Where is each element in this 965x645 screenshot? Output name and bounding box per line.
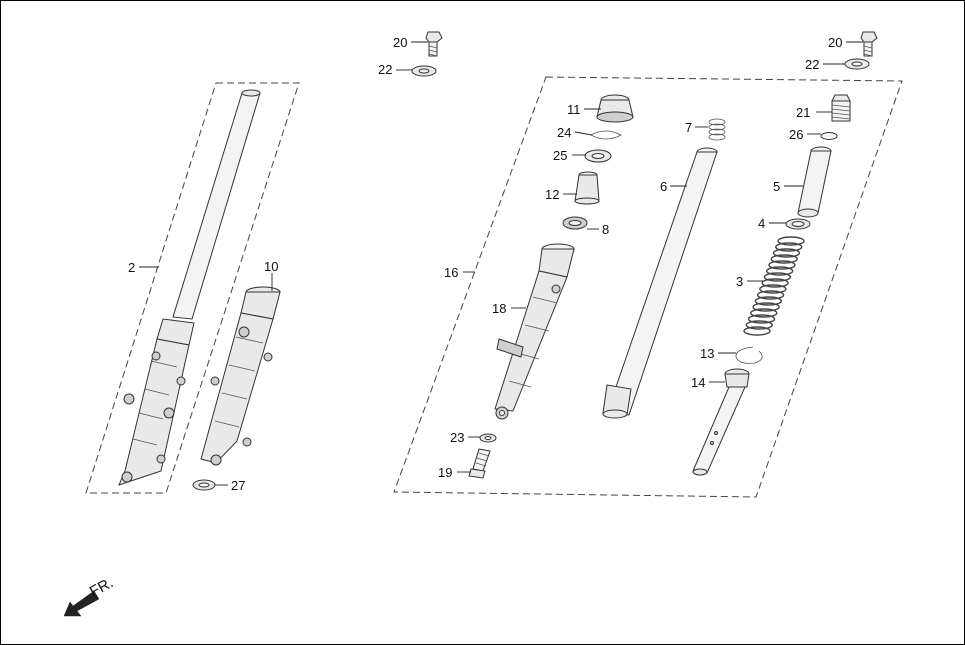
callout-6: 6 (660, 179, 667, 194)
part-21-adjuster-bolt (831, 94, 851, 122)
part-24-circlip (590, 130, 622, 140)
spring-coil (743, 326, 771, 336)
callout-24: 24 (557, 125, 571, 140)
callout-10: 10 (264, 259, 278, 274)
callout-22-right: 22 (805, 57, 819, 72)
callout-21: 21 (796, 105, 810, 120)
part-8-guide-ring (562, 216, 588, 230)
spring-coil (768, 260, 796, 270)
part-27-washer (192, 479, 216, 491)
leader-24 (574, 131, 593, 136)
callout-22-left: 22 (378, 62, 392, 77)
left-fork-group-outline (85, 82, 300, 494)
callout-11: 11 (567, 102, 581, 117)
callout-20-left: 20 (393, 35, 407, 50)
callout-8: 8 (602, 222, 609, 237)
spring-coil (772, 248, 801, 258)
spring-coil (759, 284, 787, 294)
part-23-washer (479, 433, 497, 443)
callout-2: 2 (128, 260, 135, 275)
callout-12: 12 (545, 187, 559, 202)
callout-4: 4 (758, 216, 765, 231)
spring-coil (754, 296, 783, 306)
callout-7: 7 (685, 120, 692, 135)
spring-coil (756, 290, 785, 300)
part-10-outer-tube (200, 286, 281, 466)
part-20-bolt-left (425, 31, 443, 57)
spring-coil (747, 314, 776, 324)
callout-25: 25 (553, 148, 567, 163)
callout-5: 5 (773, 179, 780, 194)
part-2-fork-leg-assembly (118, 89, 261, 486)
part-11-oil-seal-cap (596, 94, 634, 123)
callout-19: 19 (438, 465, 452, 480)
part-4-spring-seat (785, 218, 811, 230)
part-14-damper-rod (692, 368, 750, 476)
part-13-retaining-clip (735, 346, 763, 364)
part-22-washer-left (411, 65, 437, 77)
spring-coil (770, 254, 798, 264)
spring-coil (777, 236, 805, 246)
callout-13: 13 (700, 346, 714, 361)
callout-18: 18 (492, 301, 506, 316)
right-fork-group-outline (393, 76, 903, 498)
callout-27: 27 (231, 478, 245, 493)
spring-coil (775, 242, 803, 252)
spring-coil (763, 272, 792, 282)
callout-23: 23 (450, 430, 464, 445)
part-5-spacer-tube (797, 146, 832, 218)
spring-coil (750, 308, 778, 318)
callout-3: 3 (736, 274, 743, 289)
spring-coil (745, 320, 773, 330)
part-22-washer-right (844, 58, 870, 70)
callout-16: 16 (444, 265, 458, 280)
callout-14: 14 (691, 375, 705, 390)
spring-coil (761, 278, 789, 288)
part-25-oil-seal (584, 149, 612, 163)
spring-coil (765, 266, 794, 276)
part-26-o-ring (820, 132, 838, 140)
part-20-bolt-right (860, 31, 878, 57)
part-18-fork-slider (494, 243, 575, 420)
part-6-inner-tube (602, 147, 718, 419)
callout-20-right: 20 (828, 35, 842, 50)
part-7-small-spring (708, 118, 726, 141)
front-direction-arrow-icon (63, 590, 100, 617)
part-12-bushing (574, 171, 600, 205)
part-19-bolt (468, 448, 491, 479)
part-3-main-spring (743, 236, 805, 336)
spring-coil (752, 302, 780, 312)
callout-26: 26 (789, 127, 803, 142)
